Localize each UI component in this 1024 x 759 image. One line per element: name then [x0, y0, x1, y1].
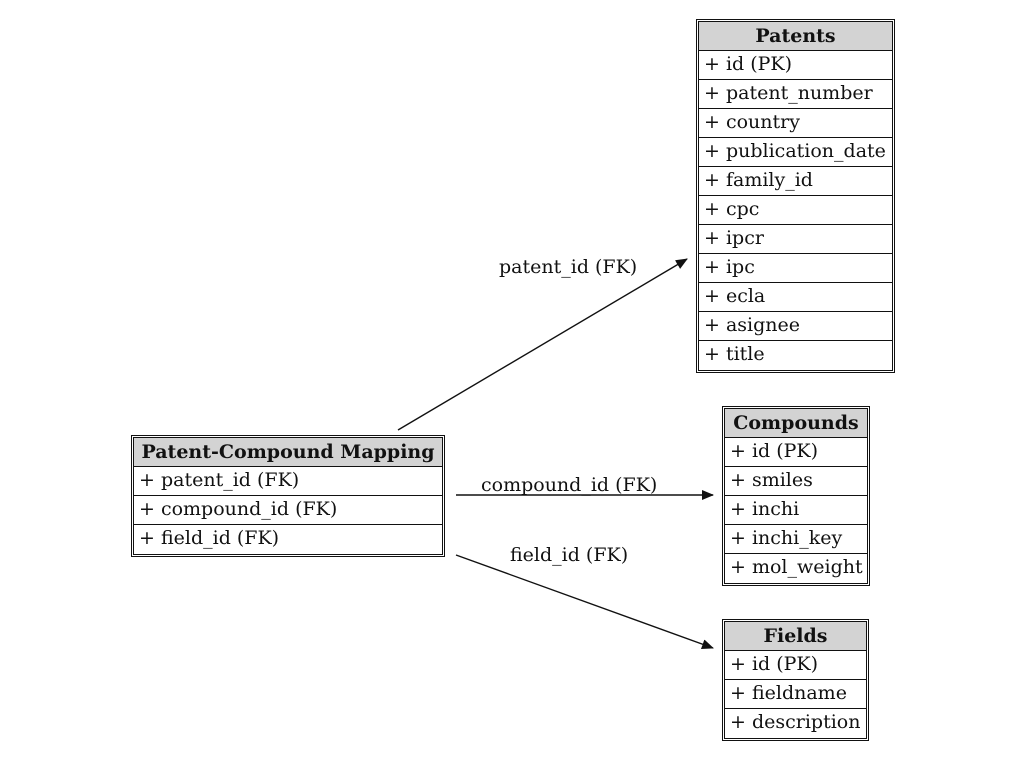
- fields-table: Fields + id (PK)+ fieldname+ description: [722, 619, 869, 741]
- table-field-row: + cpc: [699, 196, 892, 225]
- field-list: + id (PK)+ fieldname+ description: [725, 651, 866, 738]
- table-field-row: + id (PK): [725, 438, 867, 467]
- table-field-row: + ipcr: [699, 225, 892, 254]
- table-field-row: + description: [730, 711, 861, 733]
- table-field-row: + patent_number: [699, 80, 892, 109]
- table-field-row: + ipc: [699, 254, 892, 283]
- table-field-row: + fieldname: [725, 680, 866, 709]
- field-list: + patent_id (FK)+ compound_id (FK)+ fiel…: [134, 467, 442, 554]
- field-list: + id (PK)+ smiles+ inchi+ inchi_key+ mol…: [725, 438, 867, 583]
- patents-table: Patents + id (PK)+ patent_number+ countr…: [696, 19, 895, 373]
- patent-relation-label: patent_id (FK): [499, 256, 638, 278]
- table-header: Fields: [725, 622, 866, 651]
- table-field-row: + asignee: [699, 312, 892, 341]
- table-field-row: + inchi: [725, 496, 867, 525]
- table-field-row: + patent_id (FK): [134, 467, 442, 496]
- table-field-row: + id (PK): [699, 51, 892, 80]
- patent-compound-mapping-table: Patent-Compound Mapping + patent_id (FK)…: [131, 435, 445, 557]
- compounds-table: Compounds + id (PK)+ smiles+ inchi+ inch…: [722, 406, 870, 586]
- table-field-row: + title: [704, 343, 765, 365]
- table-field-row: + ecla: [699, 283, 892, 312]
- table-field-row: + smiles: [725, 467, 867, 496]
- table-header: Compounds: [725, 409, 867, 438]
- field-relation-label: field_id (FK): [510, 544, 629, 566]
- field-list: + id (PK)+ patent_number+ country+ publi…: [699, 51, 892, 370]
- table-field-row: + field_id (FK): [139, 527, 280, 549]
- table-header: Patent-Compound Mapping: [134, 438, 442, 467]
- table-field-row: + id (PK): [725, 651, 866, 680]
- patent-relation-arrow: [397, 258, 688, 431]
- table-field-row: + inchi_key: [725, 525, 867, 554]
- table-field-row: + country: [699, 109, 892, 138]
- table-field-row: + family_id: [699, 167, 892, 196]
- table-field-row: + mol_weight: [730, 556, 863, 578]
- table-field-row: + compound_id (FK): [134, 496, 442, 525]
- table-header: Patents: [699, 22, 892, 51]
- table-field-row: + publication_date: [699, 138, 892, 167]
- compound-relation-label: compound_id (FK): [481, 474, 658, 496]
- field-relation-arrow: [455, 554, 714, 649]
